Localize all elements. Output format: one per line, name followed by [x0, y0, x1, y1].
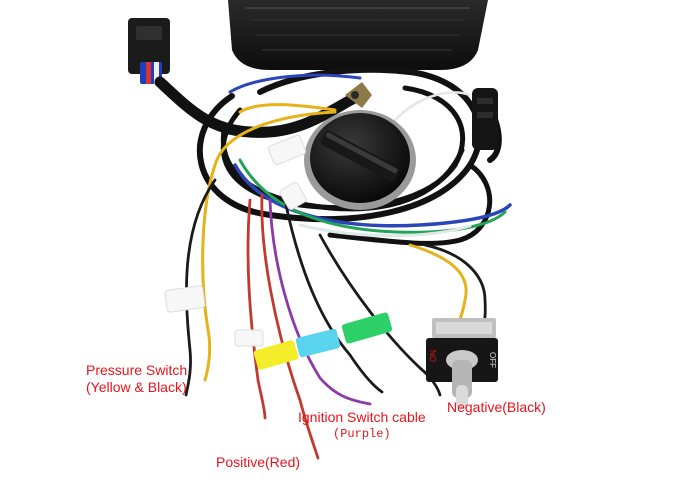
pressure-switch-label: Pressure Switch (Yellow & Black): [86, 362, 187, 396]
toggle-switch: ON OFF: [426, 318, 498, 409]
ignition-switch-label: Ignition Switch cable (Purple): [298, 409, 426, 443]
switch-off-marking: OFF: [488, 352, 497, 368]
inline-fuse-holder: [472, 88, 498, 150]
loose-end-wires: [184, 178, 487, 460]
rotary-control-knob: [304, 82, 416, 210]
negative-label: Negative(Black): [447, 399, 546, 415]
positive-label: Positive(Red): [216, 454, 301, 470]
ignition-switch-title: Ignition Switch cable: [298, 409, 426, 425]
control-unit-box: [228, 0, 488, 70]
switch-on-marking: ON: [429, 350, 438, 362]
cable-tags: [164, 134, 393, 370]
ignition-switch-color: (Purple): [333, 427, 391, 441]
pressure-switch-colors: (Yellow & Black): [86, 379, 187, 395]
pressure-switch-title: Pressure Switch: [86, 362, 188, 378]
colored-wire-loops: [228, 73, 512, 238]
harness-plug-connector: [128, 18, 170, 84]
yellow-wire: [201, 103, 337, 382]
